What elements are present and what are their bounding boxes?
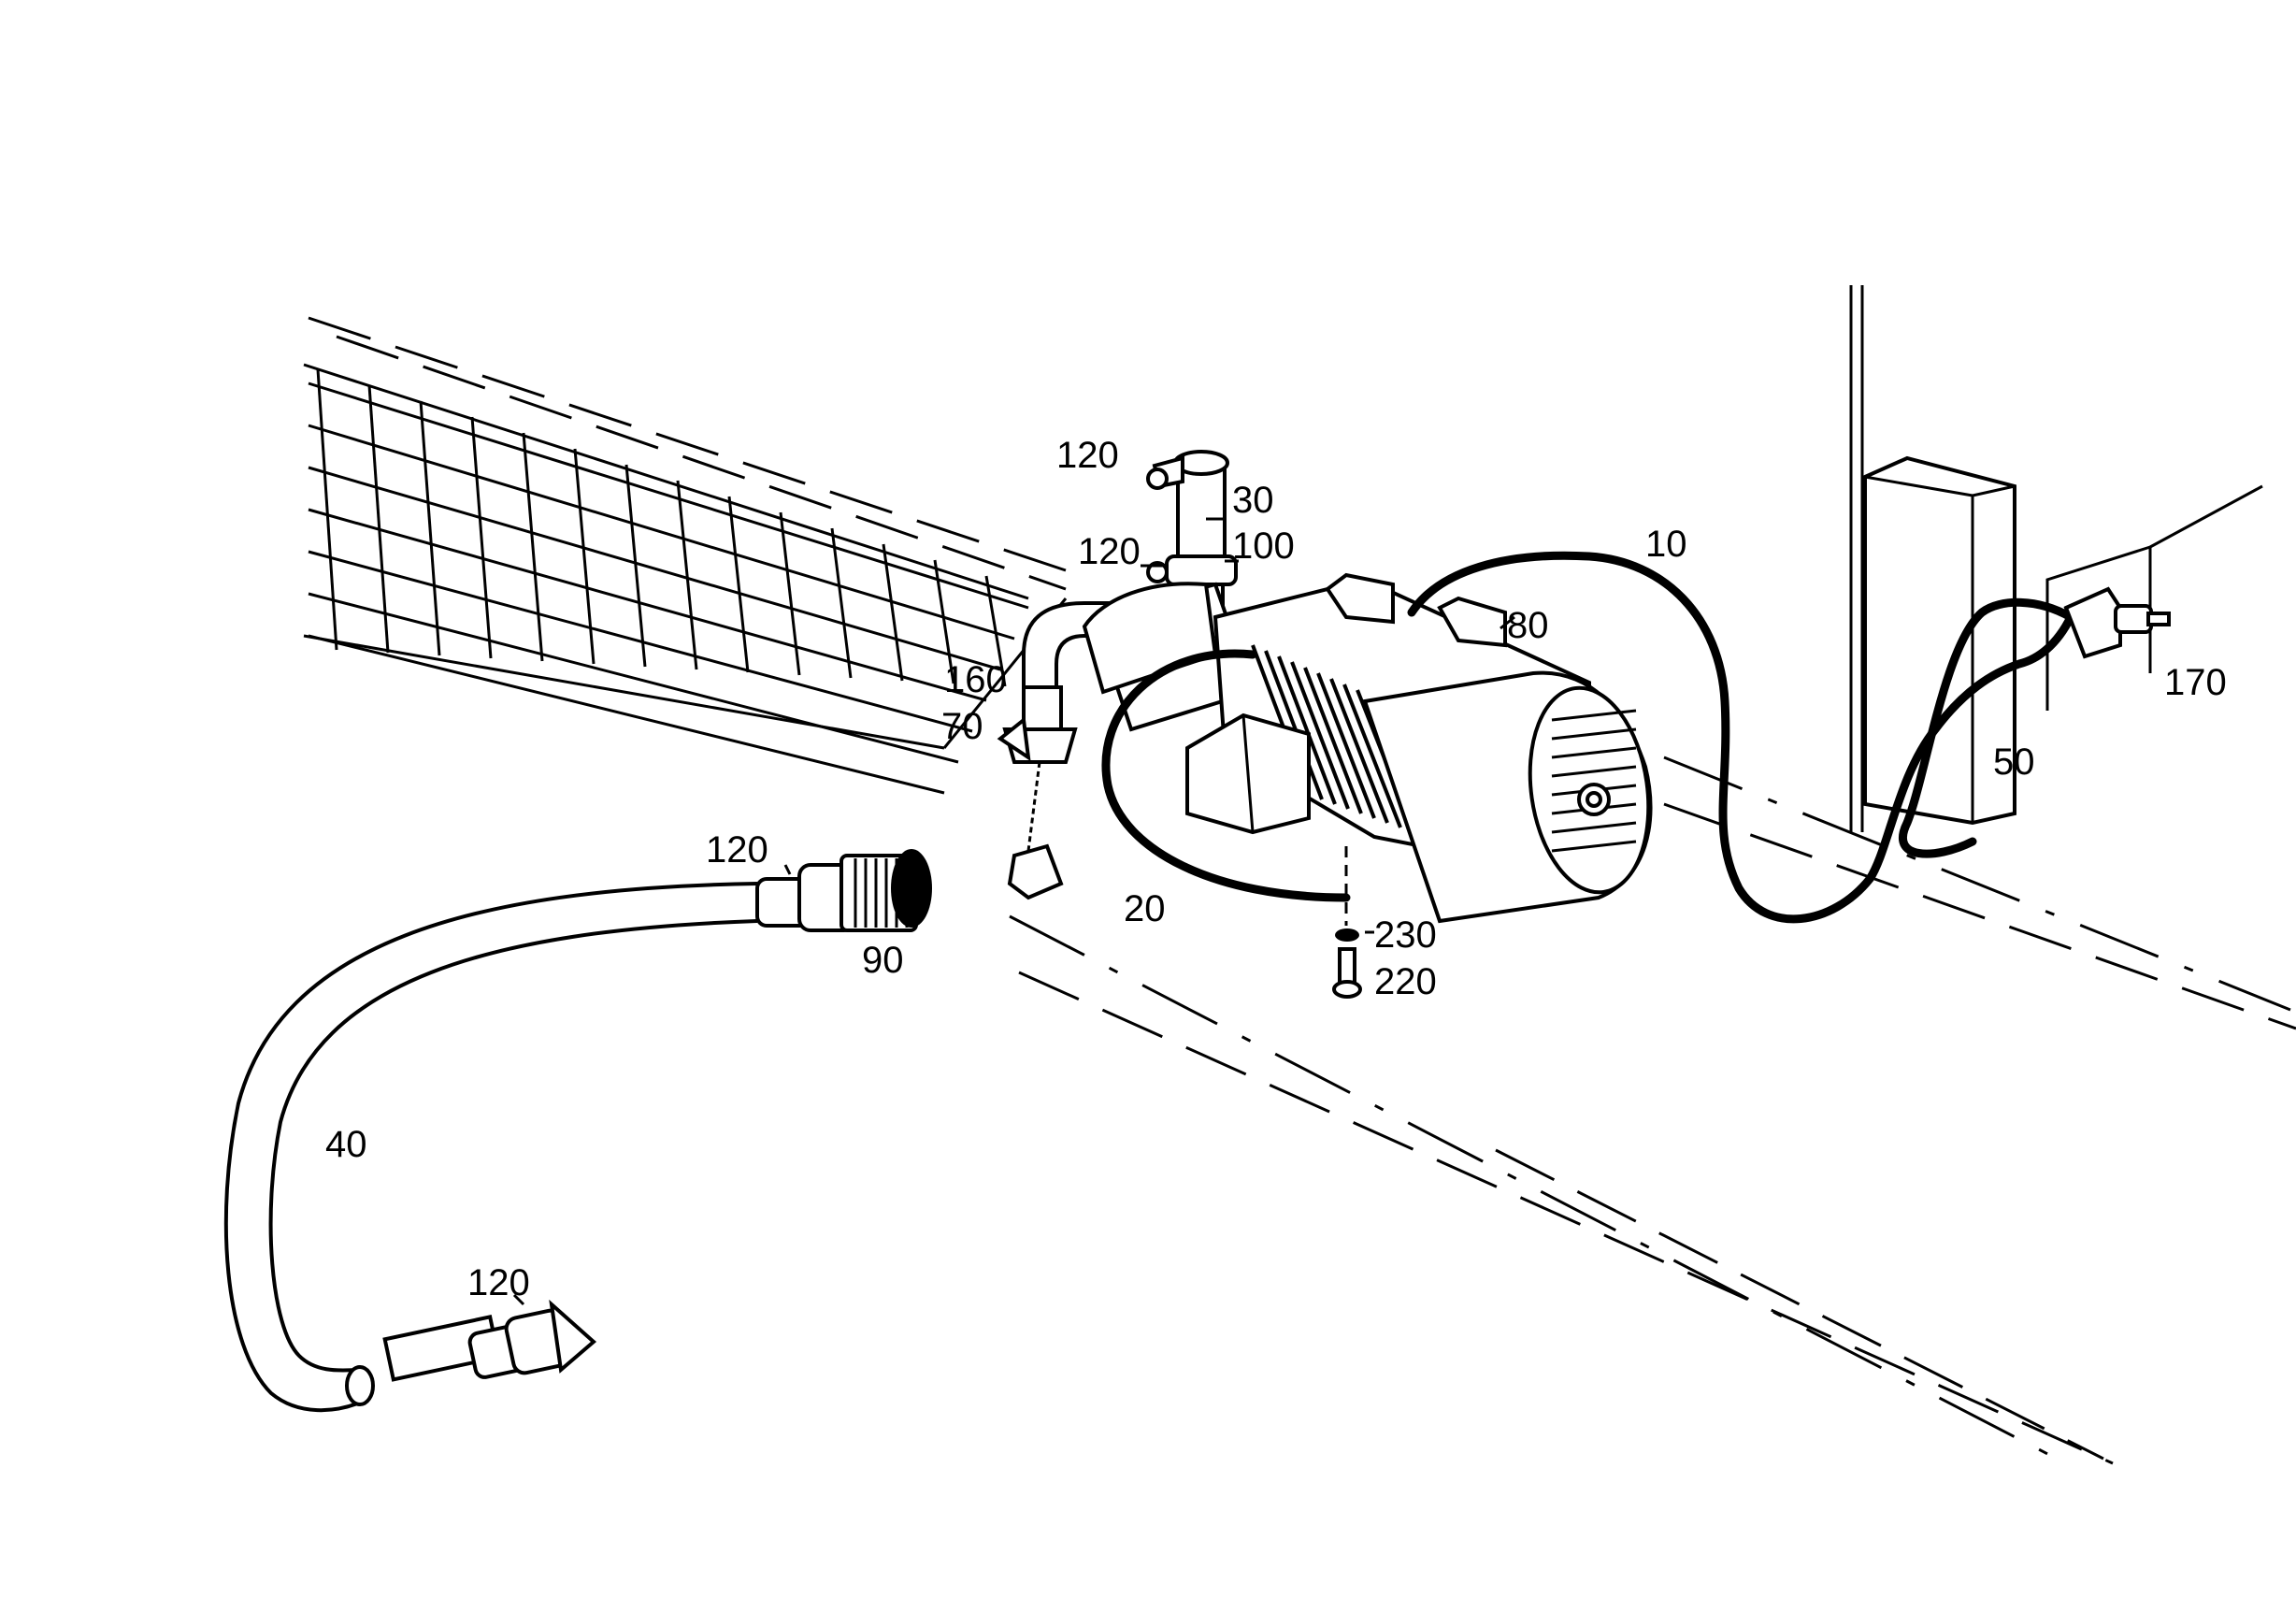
callout-90: 90 [862,940,904,981]
callout-120-bottom: 120 [467,1262,530,1303]
callout-120-pump: 120 [1078,531,1141,572]
leader-lines [512,517,1515,1306]
pump-motor [1082,572,1653,926]
callout-70: 70 [941,706,983,747]
callout-220: 220 [1374,961,1437,1002]
suction-hose [223,882,758,1413]
callout-160: 160 [944,659,1007,700]
callout-40: 40 [325,1124,367,1165]
callout-80: 80 [1507,605,1549,646]
callout-170: 170 [2164,662,2227,703]
callout-120-top: 120 [1056,435,1119,476]
floor-grating [303,316,1068,795]
callout-100: 100 [1232,525,1295,567]
bolt-and-washer [1332,928,1362,999]
hose-coupling-bottom [467,1299,597,1379]
callout-labels: 120 30 100 120 10 80 160 70 170 50 120 2… [325,435,2227,1303]
callout-50: 50 [1993,741,2035,783]
callout-30: 30 [1232,480,1274,521]
callout-120-strainer: 120 [706,829,768,871]
wall-and-socket-box [1849,285,2263,832]
floor-lines [1009,756,2296,1465]
strainer-assembly [755,849,932,932]
callout-20: 20 [1124,888,1166,929]
callout-230: 230 [1374,914,1437,956]
elbow-and-coupling [997,601,1114,900]
callout-10: 10 [1645,524,1687,565]
hoses-and-cables [1101,551,2171,924]
